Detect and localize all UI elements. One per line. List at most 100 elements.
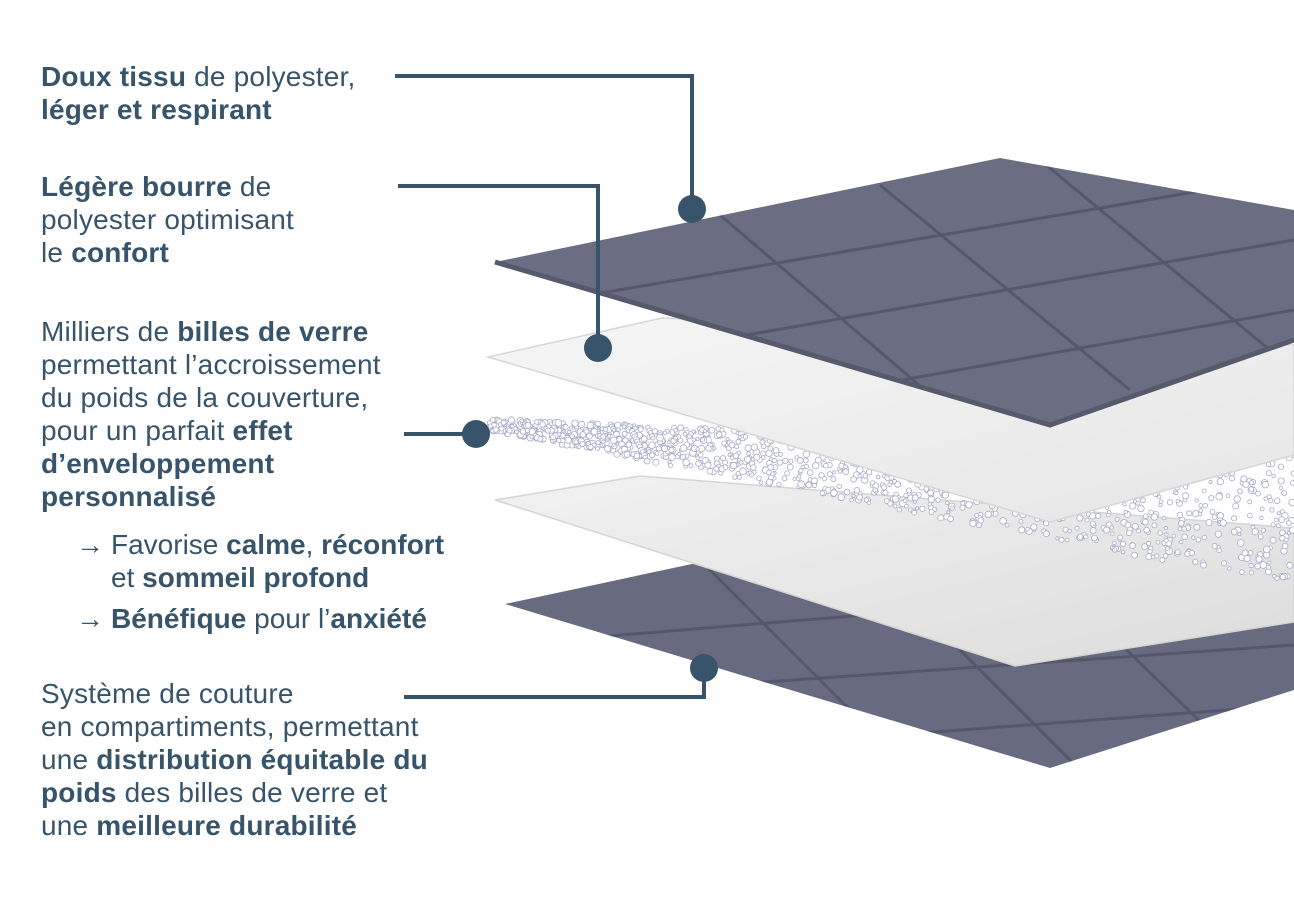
- glass-bead: [668, 462, 674, 468]
- glass-bead: [702, 428, 707, 433]
- glass-bead: [1025, 526, 1030, 532]
- glass-bead: [904, 504, 909, 509]
- glass-bead: [1154, 553, 1160, 559]
- glass-bead: [603, 427, 609, 433]
- glass-bead: [1239, 569, 1245, 575]
- glass-bead: [673, 435, 678, 441]
- glass-bead: [682, 458, 690, 467]
- glass-bead: [1174, 549, 1181, 555]
- glass-bead: [837, 469, 843, 474]
- glass-bead: [843, 464, 848, 470]
- arrow-icon: →: [76, 529, 104, 560]
- glass-bead: [742, 434, 749, 440]
- glass-bead: [888, 479, 894, 485]
- glass-bead: [1286, 561, 1294, 569]
- glass-bead: [797, 474, 802, 479]
- glass-bead: [1164, 546, 1170, 552]
- label-line: léger et respirant: [41, 93, 356, 126]
- glass-bead: [750, 443, 758, 451]
- text: Milliers de: [41, 316, 178, 347]
- glass-bead: [1281, 542, 1289, 550]
- glass-bead: [1211, 542, 1218, 549]
- glass-bead: [1279, 529, 1286, 536]
- glass-bead: [1208, 494, 1215, 501]
- glass-bead: [708, 426, 716, 434]
- glass-bead: [827, 471, 833, 478]
- glass-bead: [1151, 554, 1156, 560]
- glass-bead: [891, 495, 900, 503]
- glass-bead: [1215, 492, 1223, 501]
- glass-bead: [927, 502, 932, 507]
- glass-bead: [677, 424, 684, 432]
- glass-bead: [558, 441, 565, 448]
- glass-bead: [1227, 566, 1232, 571]
- label-fabric: Doux tissu de polyester,léger et respira…: [41, 60, 356, 126]
- glass-bead: [928, 509, 935, 515]
- glass-bead: [1241, 549, 1249, 557]
- glass-bead: [1018, 519, 1024, 524]
- glass-bead: [1076, 514, 1084, 522]
- label-line: et sommeil profond: [111, 561, 444, 594]
- glass-bead: [1166, 499, 1174, 506]
- glass-bead: [1260, 527, 1266, 533]
- glass-bead: [650, 435, 656, 441]
- glass-bead: [1162, 553, 1169, 559]
- glass-bead: [1141, 543, 1148, 550]
- glass-bead: [1181, 533, 1188, 540]
- glass-bead: [778, 451, 784, 457]
- glass-bead: [1202, 502, 1208, 509]
- glass-bead: [1163, 537, 1169, 543]
- text: et: [111, 562, 143, 593]
- glass-bead: [1062, 526, 1069, 533]
- glass-bead: [862, 473, 868, 479]
- glass-bead: [691, 437, 696, 442]
- bold-text: d’enveloppement: [41, 448, 275, 479]
- glass-bead: [853, 487, 861, 494]
- glass-bead: [1112, 540, 1117, 546]
- glass-bead: [903, 492, 909, 498]
- glass-bead: [679, 444, 688, 452]
- glass-beads-layer: [487, 416, 1294, 581]
- glass-bead: [537, 436, 544, 443]
- glass-bead: [695, 460, 702, 467]
- glass-bead: [579, 441, 586, 448]
- glass-bead: [949, 505, 955, 511]
- leader-dot-beads: [462, 420, 490, 448]
- text: Favorise: [111, 529, 227, 560]
- glass-bead: [781, 475, 788, 482]
- bold-text: meilleure durabilité: [96, 810, 358, 841]
- glass-bead: [1109, 525, 1114, 530]
- bold-text: distribution équitable du: [96, 744, 428, 775]
- glass-bead: [843, 488, 851, 496]
- glass-bead: [772, 447, 780, 454]
- text: de polyester,: [186, 61, 356, 92]
- glass-bead: [1201, 488, 1207, 494]
- glass-bead: [1089, 520, 1096, 527]
- glass-bead: [1114, 517, 1120, 522]
- glass-bead: [621, 424, 627, 429]
- leader-dots: [462, 195, 718, 682]
- glass-bead: [510, 424, 515, 429]
- label-line: polyester optimisant: [41, 203, 294, 236]
- glass-bead: [1266, 565, 1271, 570]
- glass-bead: [857, 474, 862, 479]
- glass-bead: [610, 436, 618, 444]
- glass-bead: [595, 440, 601, 445]
- glass-bead: [753, 453, 761, 461]
- glass-bead: [1184, 550, 1191, 557]
- glass-bead: [1214, 530, 1223, 538]
- glass-bead: [714, 455, 720, 462]
- glass-bead: [811, 482, 818, 489]
- glass-bead: [728, 441, 736, 449]
- glass-bead: [1271, 473, 1276, 479]
- glass-bead: [821, 475, 828, 482]
- glass-bead: [1193, 523, 1201, 531]
- glass-bead: [876, 474, 881, 480]
- glass-bead: [621, 430, 628, 437]
- glass-bead: [849, 497, 854, 503]
- glass-bead: [579, 431, 587, 438]
- glass-bead: [539, 421, 546, 428]
- glass-bead: [519, 418, 524, 423]
- text: le: [41, 237, 72, 268]
- glass-bead: [1129, 542, 1136, 549]
